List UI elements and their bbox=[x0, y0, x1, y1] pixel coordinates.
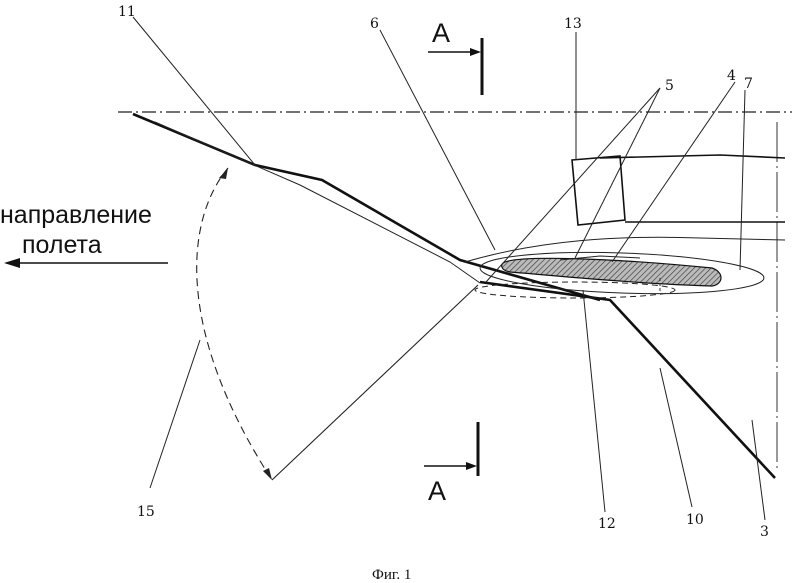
callout-6: 6 bbox=[370, 16, 379, 32]
section-mark-top: А bbox=[432, 18, 450, 48]
callout-7: 7 bbox=[744, 76, 753, 92]
figure-caption: Фиг. 1 bbox=[372, 567, 411, 583]
section-arrowhead-top bbox=[470, 48, 481, 56]
arc-arrowhead-bottom bbox=[263, 468, 272, 480]
callout-3: 3 bbox=[760, 524, 769, 540]
callout-4: 4 bbox=[727, 68, 736, 84]
section-arrowhead-bottom bbox=[466, 462, 477, 470]
hatched-body bbox=[501, 257, 722, 287]
fairing-ellipse bbox=[479, 251, 765, 295]
strake-upper bbox=[464, 236, 786, 263]
leader-12 bbox=[582, 289, 606, 513]
strake-lower-line bbox=[154, 121, 481, 284]
callout-10: 10 bbox=[686, 512, 704, 528]
leader-6 bbox=[379, 29, 496, 251]
leader-7 bbox=[739, 89, 746, 271]
callout-12: 12 bbox=[598, 516, 616, 532]
arc-arrowhead-top bbox=[219, 168, 228, 179]
flight-direction-line1: направление bbox=[0, 201, 152, 229]
callout-13: 13 bbox=[564, 16, 582, 32]
flight-direction-line2: полета bbox=[22, 231, 102, 259]
angle-ray bbox=[271, 284, 479, 481]
leader-4 bbox=[611, 81, 736, 263]
callout-5: 5 bbox=[665, 78, 674, 94]
callout-11: 11 bbox=[118, 4, 136, 20]
flight-arrow-head bbox=[4, 258, 20, 268]
dashed-ellipse bbox=[474, 281, 676, 299]
leader-11 bbox=[132, 16, 256, 166]
leader-3 bbox=[751, 419, 766, 521]
leader-5a bbox=[485, 87, 661, 283]
section-mark-bottom: А bbox=[428, 476, 446, 506]
callout-15: 15 bbox=[137, 504, 155, 520]
leader-5b bbox=[574, 87, 661, 259]
leader-10 bbox=[659, 367, 693, 508]
leader-15 bbox=[149, 339, 201, 489]
fuselage-upper bbox=[599, 154, 786, 159]
angle-arc bbox=[196, 167, 273, 481]
wing-lower-edge bbox=[479, 280, 776, 479]
inner-detail bbox=[559, 255, 641, 261]
intake-box bbox=[571, 155, 626, 226]
